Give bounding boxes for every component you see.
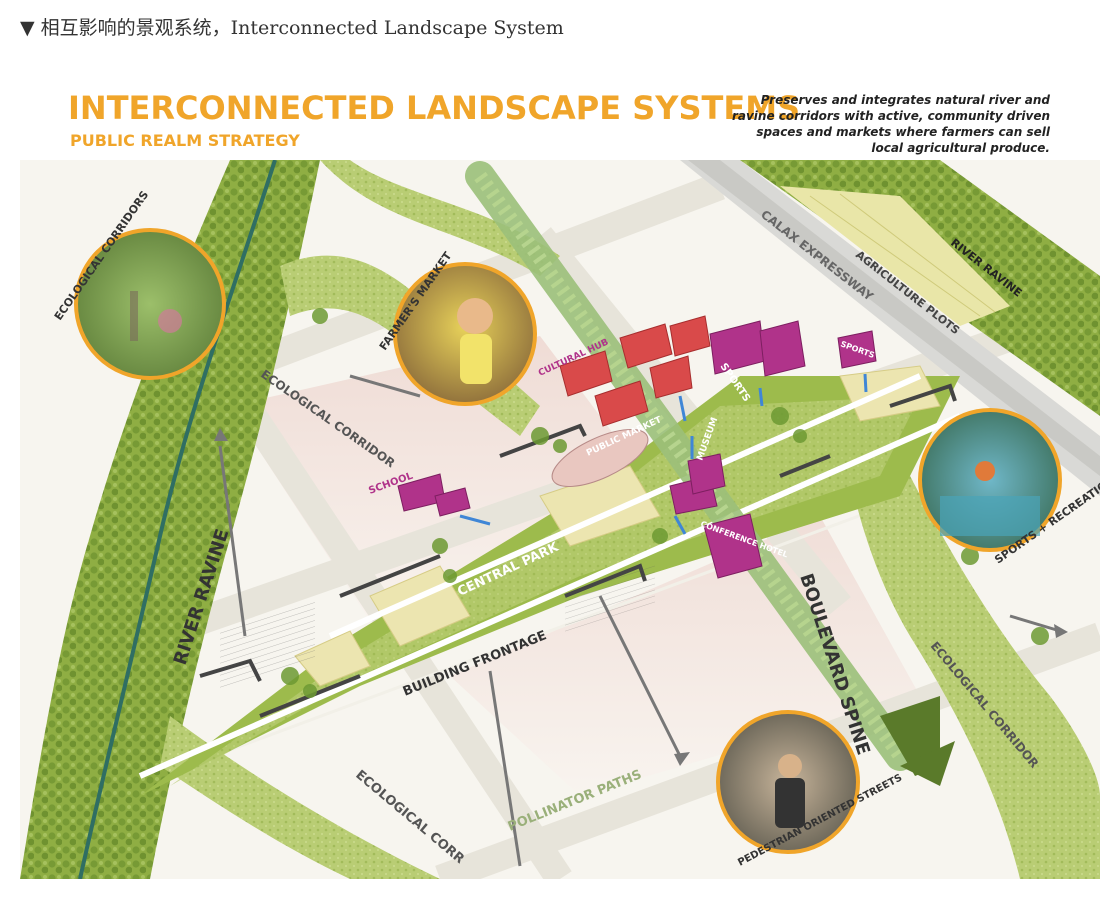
figure-caption: ▼ 相互影响的景观系统，Interconnected Landscape Sys…: [20, 17, 564, 39]
blue-arrows: [459, 373, 868, 535]
civic-buildings: [397, 320, 877, 579]
cultural-hub-buildings: [559, 315, 711, 427]
diagram-title: INTERCONNECTED LANDSCAPE SYSTEMS: [68, 89, 800, 127]
header-band: [20, 76, 1100, 160]
photo-ecological-corridors: [74, 228, 226, 380]
photo-farmers-market: [393, 262, 537, 406]
photo-pedestrian-streets: [716, 710, 860, 854]
svg-text:Preserves and integrates natur: Preserves and integrates natural river a…: [761, 93, 1051, 107]
svg-text:spaces and markets where farme: spaces and markets where farmers can sel…: [756, 125, 1051, 139]
diagram-description: Preserves and integrates natural river a…: [732, 93, 1051, 155]
diagram-subtitle: PUBLIC REALM STRATEGY: [70, 131, 300, 150]
svg-text:local agricultural produce.: local agricultural produce.: [871, 141, 1050, 155]
photo-sports-recreation: [918, 408, 1062, 552]
river: [78, 159, 277, 879]
direction-arrows: [218, 374, 1061, 867]
ecological-corridor-bottom: [160, 716, 440, 879]
ecological-corridor-right: [850, 456, 1100, 879]
public-market-pad: [551, 429, 649, 487]
svg-text:ravine corridors with active,: ravine corridors with active, community …: [732, 109, 1050, 123]
landscape-diagram: INTERCONNECTED LANDSCAPE SYSTEMS PUBLIC …: [20, 76, 1100, 879]
river-ravine-left: [20, 160, 320, 879]
park-trees: [281, 308, 1049, 698]
